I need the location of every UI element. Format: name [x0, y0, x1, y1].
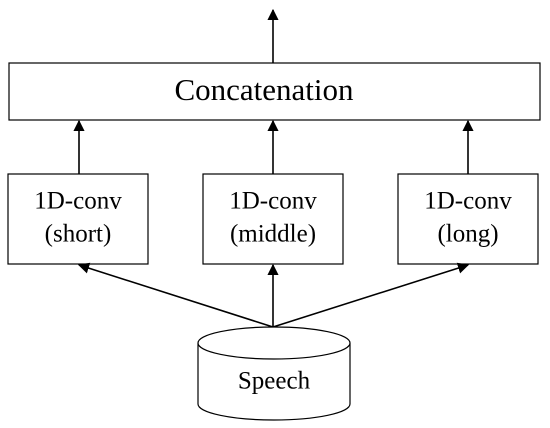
conv-label-line1-middle: 1D-conv	[229, 188, 317, 215]
speech-cylinder-top	[197, 326, 351, 360]
speech-node: Speech	[197, 326, 351, 421]
conv-node-short: 1D-conv (short)	[7, 173, 149, 265]
conv-node-long: 1D-conv (long)	[397, 173, 539, 265]
conv-label-line2-short: (short)	[45, 221, 112, 248]
speech-label: Speech	[238, 368, 311, 395]
conv-label-line1-long: 1D-conv	[424, 188, 512, 215]
conv-box-middle	[202, 173, 344, 265]
conv-label-line1-short: 1D-conv	[34, 188, 122, 215]
speech-to-long-arrow	[272, 262, 470, 328]
speech-to-short-arrow	[77, 262, 274, 328]
conv-box-long	[397, 173, 539, 265]
conv-label-line2-long: (long)	[437, 221, 498, 248]
speech-cylinder-body	[197, 343, 351, 421]
concatenation-label: Concatenation	[174, 72, 354, 107]
conv-node-middle: 1D-conv (middle)	[202, 173, 344, 265]
concatenation-node: Concatenation	[8, 62, 541, 121]
conv-label-line2-middle: (middle)	[230, 221, 316, 248]
